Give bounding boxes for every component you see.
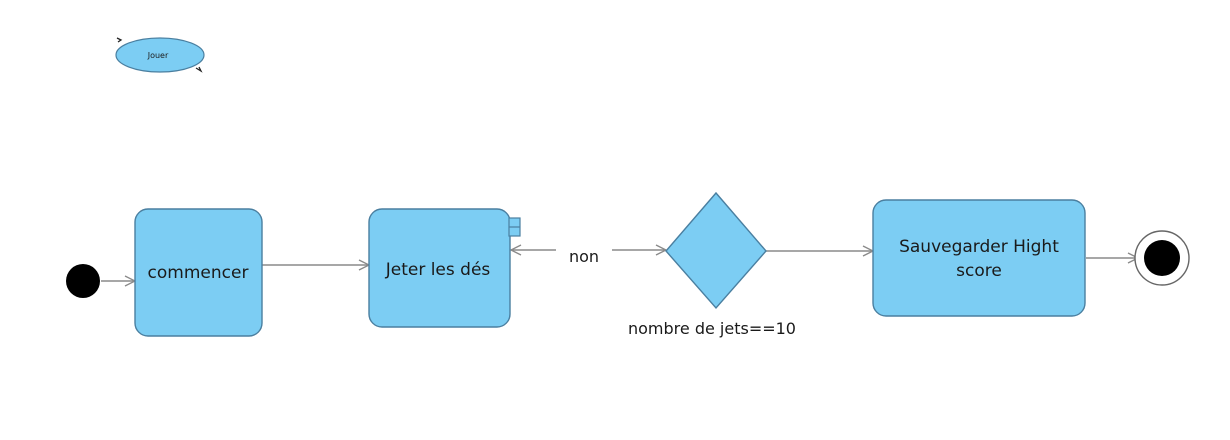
activity-badge: Jouer	[115, 37, 205, 73]
action-commencer-box	[134, 208, 263, 337]
action-commencer-label: commencer	[148, 263, 249, 283]
decision-guard-label: nombre de jets==10	[628, 319, 796, 338]
action-jeter-label: Jeter les dés	[385, 260, 491, 280]
edge-label-non: non	[569, 247, 599, 266]
decision-diamond	[665, 191, 767, 310]
activity-badge-corner-mark-2	[195, 66, 203, 73]
action-sauvegarder-label-line1: Sauvegarder Hight	[899, 237, 1059, 257]
activity-badge-label: Jouer	[147, 51, 169, 60]
activity-badge-ellipse	[115, 37, 205, 73]
decision-node: nombre de jets==10	[628, 191, 796, 338]
action-jeter-les-des: Jeter les dés	[368, 208, 521, 328]
initial-node	[66, 264, 100, 298]
action-sauvegarder-label-line2: score	[956, 261, 1002, 281]
final-node	[1134, 230, 1190, 286]
final-node-core	[1144, 240, 1180, 276]
action-sauvegarder-box	[872, 199, 1086, 317]
action-jeter-box	[368, 208, 511, 328]
action-commencer: commencer	[134, 208, 263, 337]
activity-badge-corner-mark	[116, 37, 123, 43]
action-sauvegarder: Sauvegarder Hight score	[872, 199, 1086, 317]
